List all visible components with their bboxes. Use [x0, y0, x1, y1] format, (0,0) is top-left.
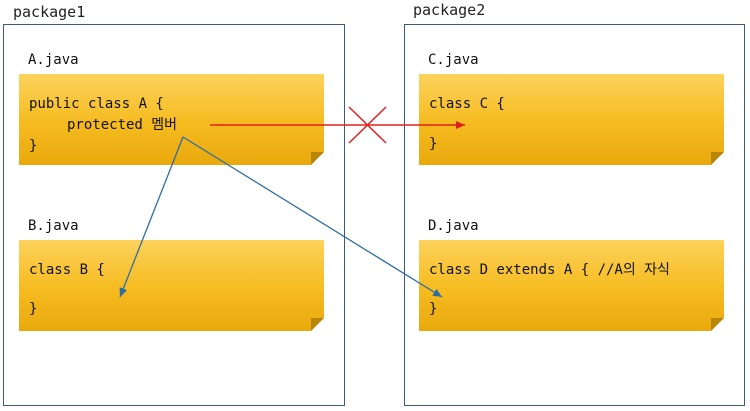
c-java-filename: C.java [428, 52, 479, 68]
a-code-line2: protected 멤버 [67, 117, 178, 133]
package2-label: package2 [413, 1, 486, 19]
c-code-line1: class C { [429, 96, 505, 112]
a-code-line3: } [29, 138, 38, 154]
a-java-filename: A.java [28, 52, 79, 68]
d-java-filename: D.java [428, 218, 479, 234]
b-code-line1: class B { [29, 262, 105, 278]
d-code-line2: } [429, 301, 438, 317]
access-arrow-to-b [119, 136, 184, 298]
a-java-note [19, 74, 324, 165]
c-code-line2: } [429, 136, 438, 152]
package1-label: package1 [13, 3, 86, 21]
b-java-filename: B.java [28, 218, 79, 234]
a-code-line1: public class A { [29, 96, 164, 112]
d-code-line1: class D extends A { //A의 자식 [429, 262, 670, 278]
b-code-line2: } [29, 301, 38, 317]
b-java-note [19, 240, 324, 331]
x-mark-icon [348, 106, 387, 144]
d-java-note [419, 240, 724, 331]
c-java-note [419, 74, 724, 165]
access-arrow-to-d [182, 136, 443, 298]
